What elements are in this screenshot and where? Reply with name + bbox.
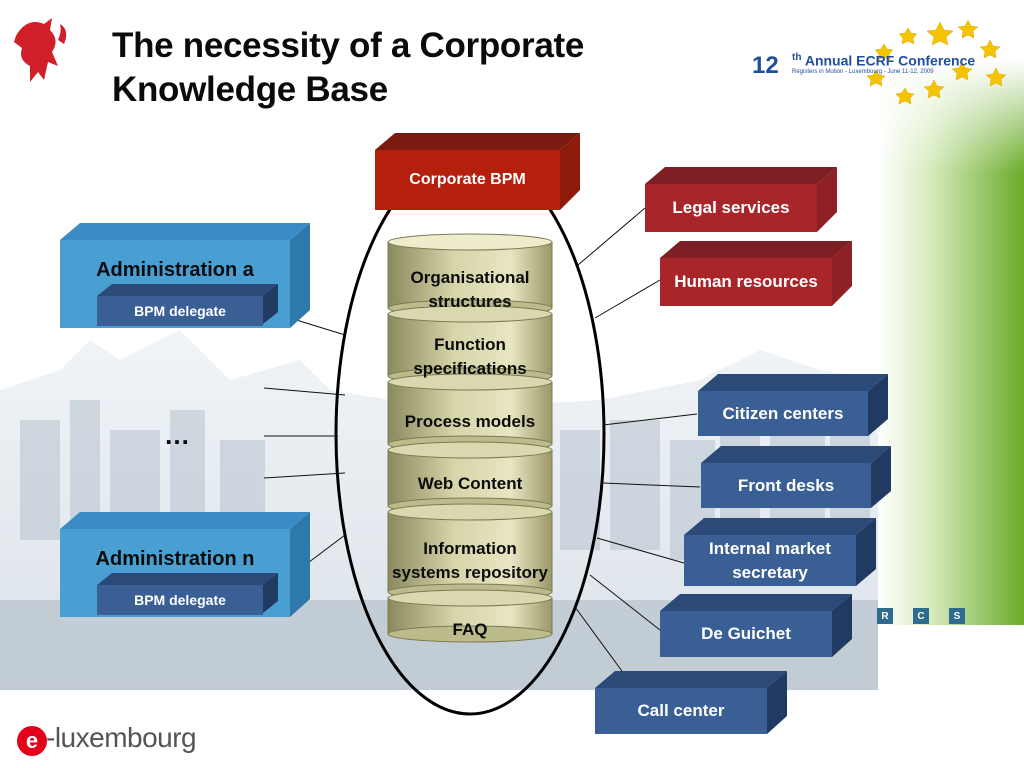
conference-subtitle: Registers in Motion - Luxembourg - June … xyxy=(792,69,934,75)
legal-services-label: Legal services xyxy=(672,198,790,217)
cylinder-label-faq: FAQ xyxy=(452,620,488,639)
corporate-bpm-box xyxy=(375,133,580,210)
front-desks-label: Front desks xyxy=(737,475,835,495)
call-center-box xyxy=(595,671,787,734)
ellipsis: … xyxy=(164,420,190,450)
luxembourg-logo-mark: e xyxy=(17,726,47,756)
rcs-badge-r: R xyxy=(877,608,893,624)
luxembourg-logo-text: -luxembourg xyxy=(46,722,197,753)
de-guichet-box xyxy=(660,594,852,657)
administration-a-label: Administration a xyxy=(96,259,254,281)
cylinder-label-organisational: Organisational structures xyxy=(410,268,530,311)
cylinder-layer-3 xyxy=(387,373,553,453)
internal-market-secretary-label: Internal market secretary xyxy=(709,538,831,582)
conference-title: th Annual ECRF Conference xyxy=(792,52,975,69)
de-guichet-label: De Guichet xyxy=(701,624,791,643)
conference-number: 12 xyxy=(752,52,779,79)
citizen-centers-label: Citizen centers xyxy=(722,403,844,423)
cylinder-layer-1 xyxy=(387,233,553,317)
cylinder-label-function: Function specifications xyxy=(413,335,527,378)
rcs-badge-s: S xyxy=(949,608,965,624)
conference-title-text: Annual ECRF Conference xyxy=(804,52,976,69)
cylinder-label-web-content: Web Content xyxy=(417,474,523,493)
citizen-centers-box xyxy=(698,374,888,436)
administration-a-box xyxy=(60,223,310,328)
corporate-bpm-label: Corporate BPM xyxy=(409,171,526,188)
human-resources-label: Human resources xyxy=(674,272,818,291)
conference-superscript: th xyxy=(792,52,802,63)
administration-n-label: Administration n xyxy=(95,548,255,570)
administration-n-box xyxy=(60,512,310,617)
front-desks-box xyxy=(701,446,891,508)
cylinder-label-information-systems: Information systems repository xyxy=(392,539,548,582)
knowledge-base-cylinder xyxy=(387,233,553,643)
slide-title: The necessity of a Corporate Knowledge B… xyxy=(112,26,585,109)
call-center-label: Call center xyxy=(637,701,725,720)
rcs-badge-c: C xyxy=(913,608,929,624)
cylinder-layer-6 xyxy=(387,589,553,643)
human-resources-box xyxy=(660,241,852,306)
legal-services-box xyxy=(645,167,837,232)
internal-market-secretary-box xyxy=(684,518,876,586)
administration-a-delegate: BPM delegate xyxy=(134,303,226,319)
administration-n-delegate: BPM delegate xyxy=(134,592,226,608)
cylinder-label-process: Process models xyxy=(404,412,536,431)
